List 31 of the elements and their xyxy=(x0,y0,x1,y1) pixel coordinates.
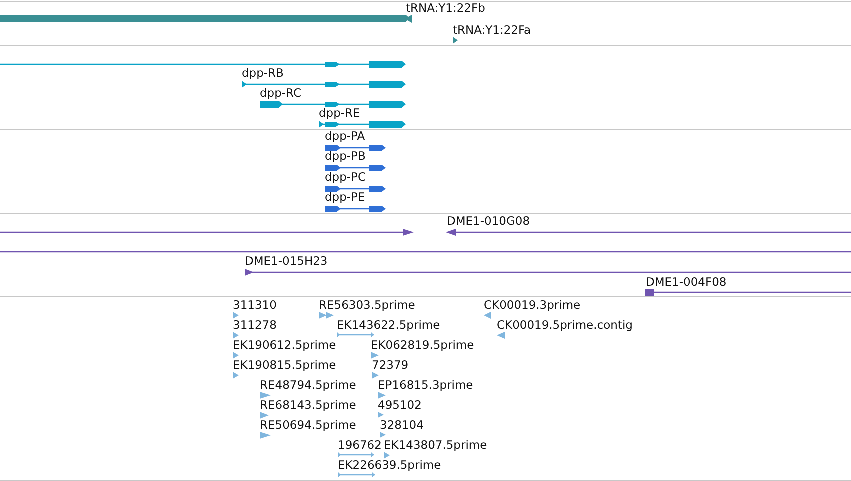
feature-label: EK143622.5prime xyxy=(337,318,440,332)
feature-label: dpp-PA xyxy=(325,129,366,143)
feature-label: dpp-RC xyxy=(260,86,302,100)
feature-label: RE68143.5prime xyxy=(260,398,356,412)
feature-label: DME1-015H23 xyxy=(245,254,328,268)
feature-label: EK226639.5prime xyxy=(338,458,442,472)
feature-label: RE48794.5prime xyxy=(260,378,356,392)
feature-label: RE56303.5prime xyxy=(319,298,416,312)
feature-label: EK190612.5prime xyxy=(233,338,336,352)
feature-label: 311278 xyxy=(233,318,277,332)
feature-label: 495102 xyxy=(378,398,422,412)
feature-label: 311310 xyxy=(233,298,277,312)
feature-label: 196762 xyxy=(338,438,382,452)
feature-label: CK00019.3prime xyxy=(484,298,581,312)
feature-label: dpp-PB xyxy=(325,149,366,163)
feature-label: 72379 xyxy=(372,358,409,372)
feature-label: CK00019.5prime.contig xyxy=(497,318,633,332)
feature-label: tRNA:Y1:22Fa xyxy=(453,23,532,37)
feature-label: DME1-004F08 xyxy=(646,275,727,289)
feature-label: RE50694.5prime xyxy=(260,418,356,432)
feature-label: dpp-PC xyxy=(325,170,366,184)
feature-label: tRNA:Y1:22Fb xyxy=(406,1,486,15)
feature-label: dpp-RE xyxy=(319,106,360,120)
feature-label: 328104 xyxy=(380,418,424,432)
feature-label: EK062819.5prime xyxy=(371,338,474,352)
feature-label: dpp-RB xyxy=(242,66,284,80)
feature-label: EK143807.5prime xyxy=(384,438,488,452)
feature-label: DME1-010G08 xyxy=(447,214,530,228)
feature-label: dpp-PE xyxy=(325,190,366,204)
feature-label: EP16815.3prime xyxy=(378,378,474,392)
feature-label: EK190815.5prime xyxy=(233,358,336,372)
